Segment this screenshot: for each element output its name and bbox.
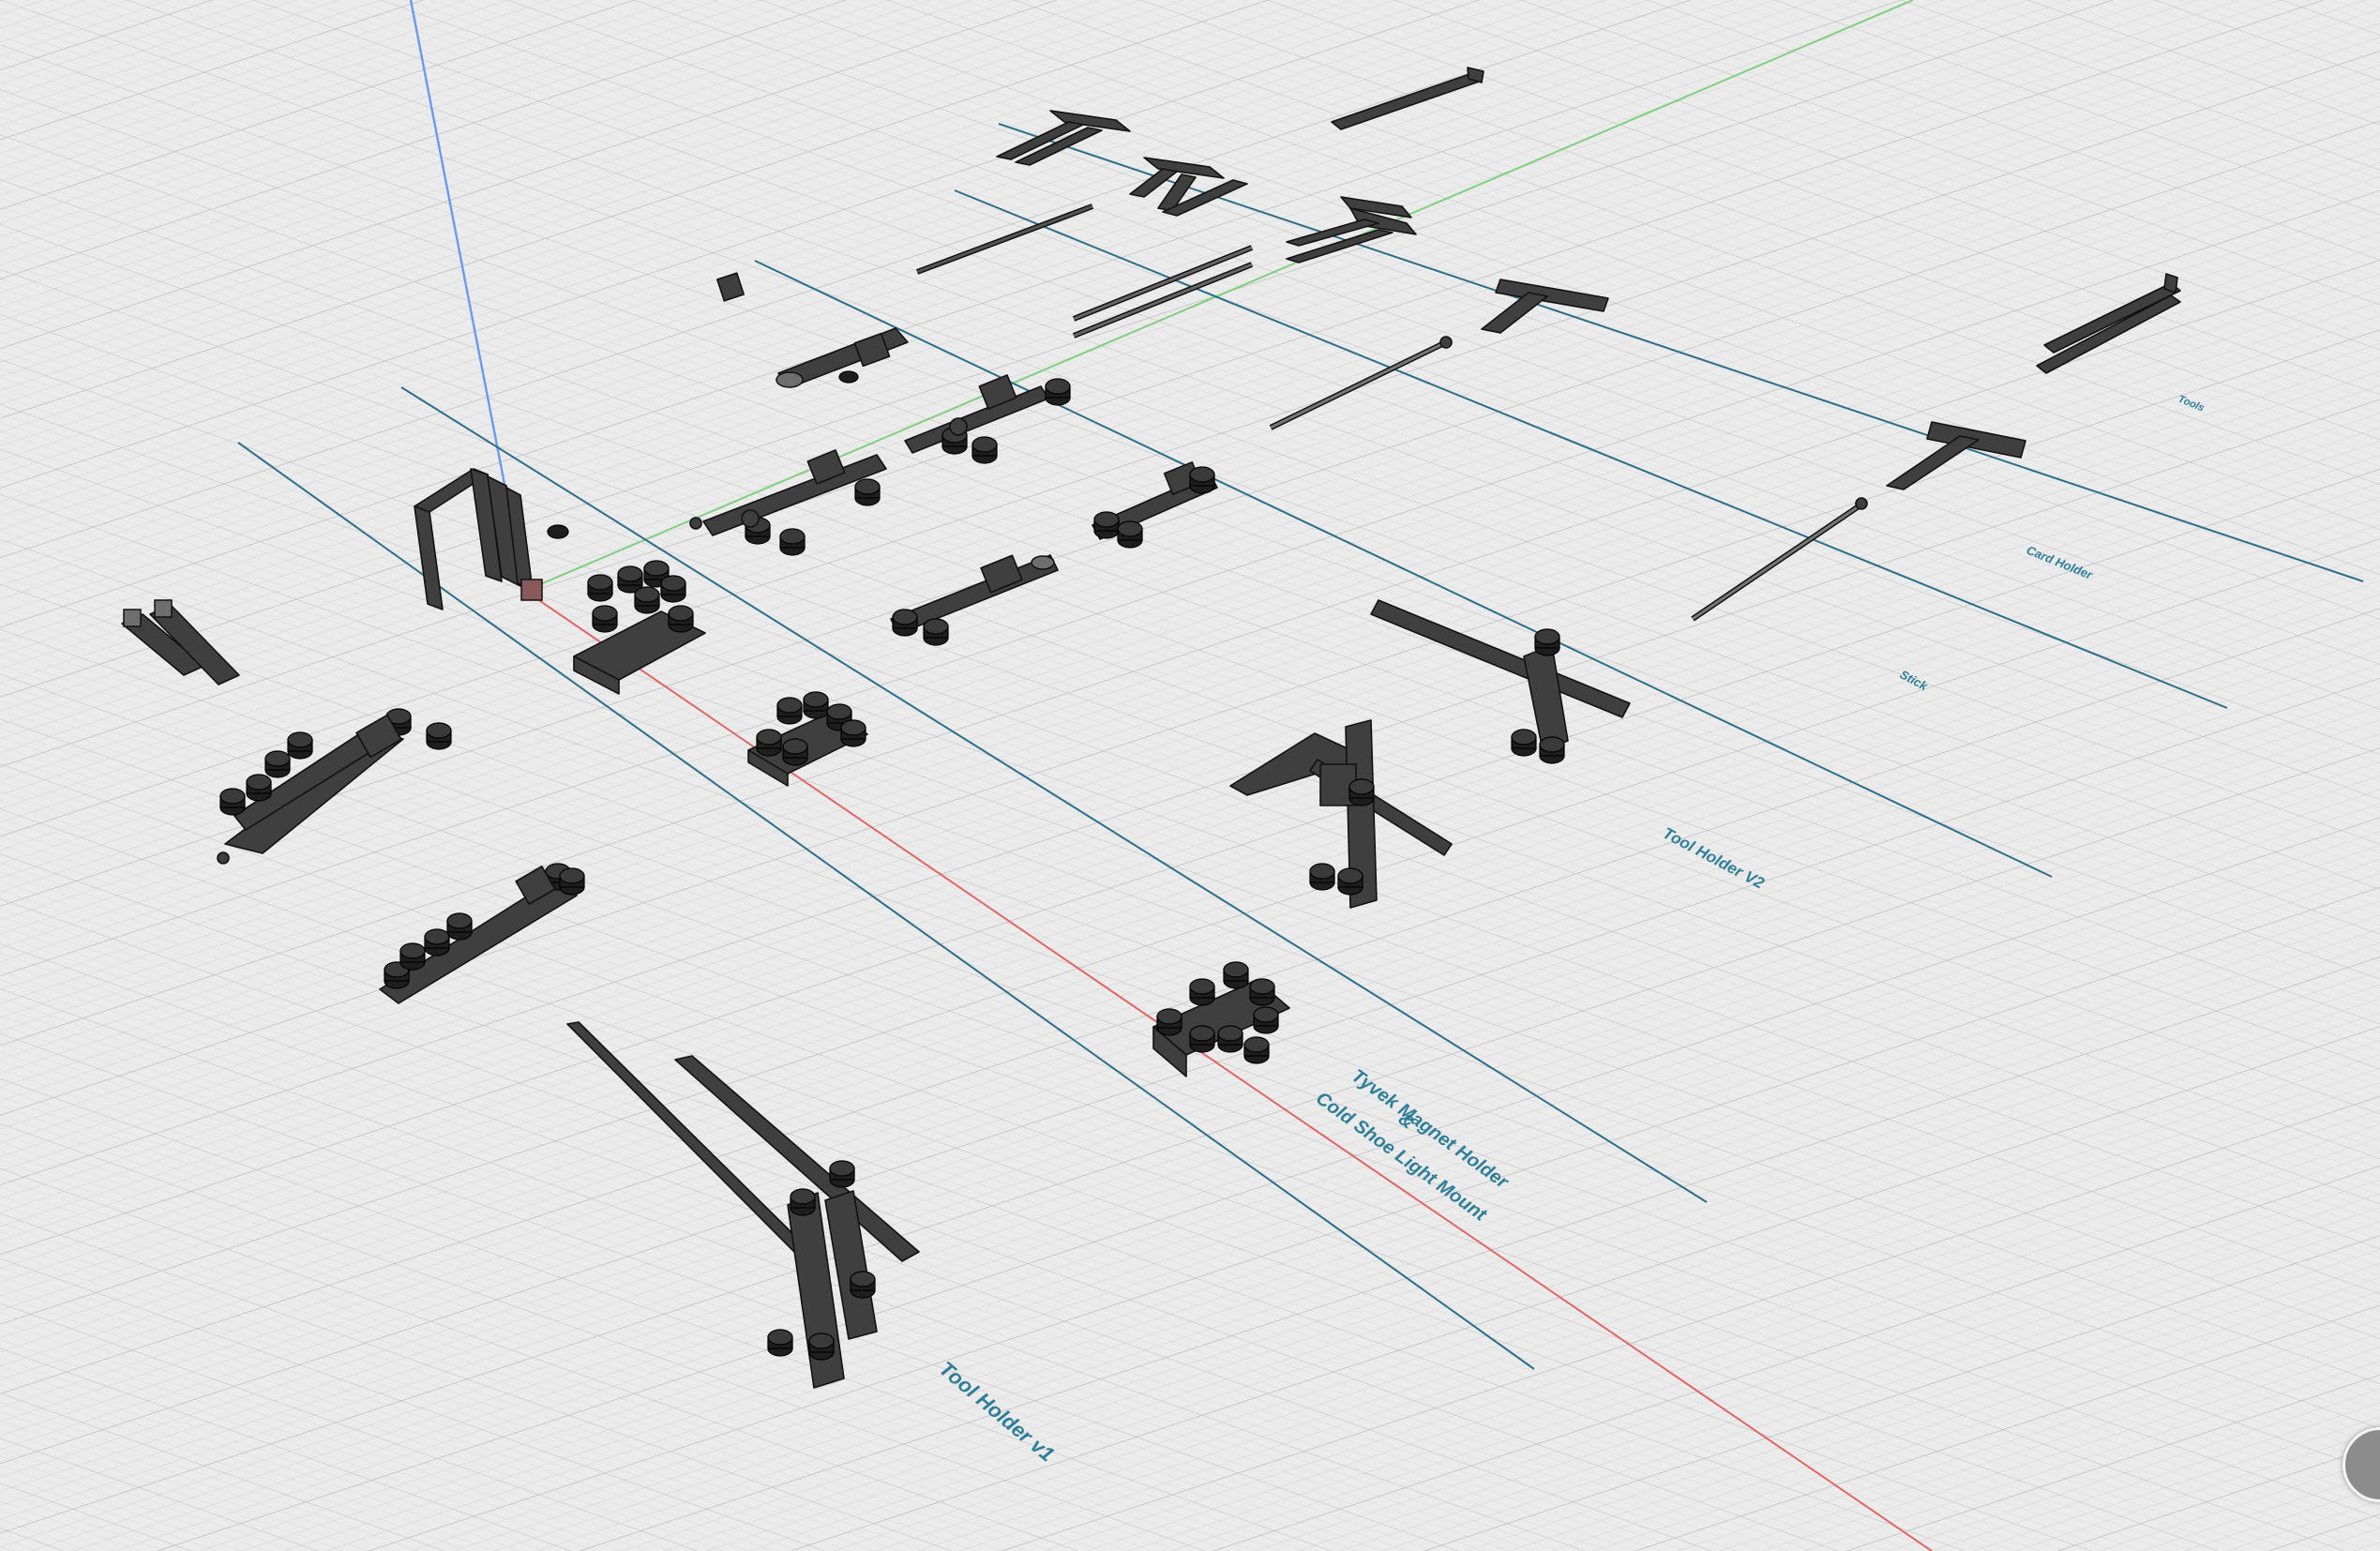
flat-bars[interactable] xyxy=(1331,67,2181,374)
rods[interactable] xyxy=(915,203,1868,622)
clamp-assembly-2 xyxy=(689,449,887,556)
slot-rail-assembly[interactable] xyxy=(217,708,452,865)
tyvek-holder-mid[interactable] xyxy=(747,691,868,787)
vertical-bracket[interactable] xyxy=(414,468,543,610)
sketch-guide-lines xyxy=(237,123,2364,1370)
tool-holder-v2-a[interactable] xyxy=(1370,599,1631,764)
clamp-assembly-3 xyxy=(1092,461,1218,549)
loose-knob xyxy=(547,524,569,539)
tool-holder-v2-b[interactable] xyxy=(1229,719,1453,909)
small-block xyxy=(716,272,745,302)
tyvek-holder-bottom[interactable] xyxy=(1152,961,1290,1077)
tool-holder-v1[interactable] xyxy=(566,1021,920,1389)
tools-group[interactable]: Tools Card Holder Stick xyxy=(915,67,2206,694)
guide-line-stick xyxy=(754,260,2053,878)
guide-line-card-holder xyxy=(954,189,2228,709)
tyvek-holder-top[interactable] xyxy=(573,560,706,695)
y-axis-line xyxy=(524,0,1914,592)
left-brackets[interactable] xyxy=(121,599,240,685)
clamp-assembly-4 xyxy=(890,554,1059,646)
guide-line-tool-holder-v1 xyxy=(237,442,1535,1370)
guide-line-tools xyxy=(998,123,2364,582)
card-holder-parts[interactable] xyxy=(547,272,1218,646)
t-part[interactable] xyxy=(996,110,2026,490)
guide-line-tool-holder-v2 xyxy=(400,386,1708,1203)
clamp-assembly-1 xyxy=(904,374,1071,464)
slot-rail-assembly-2[interactable] xyxy=(379,863,585,1004)
